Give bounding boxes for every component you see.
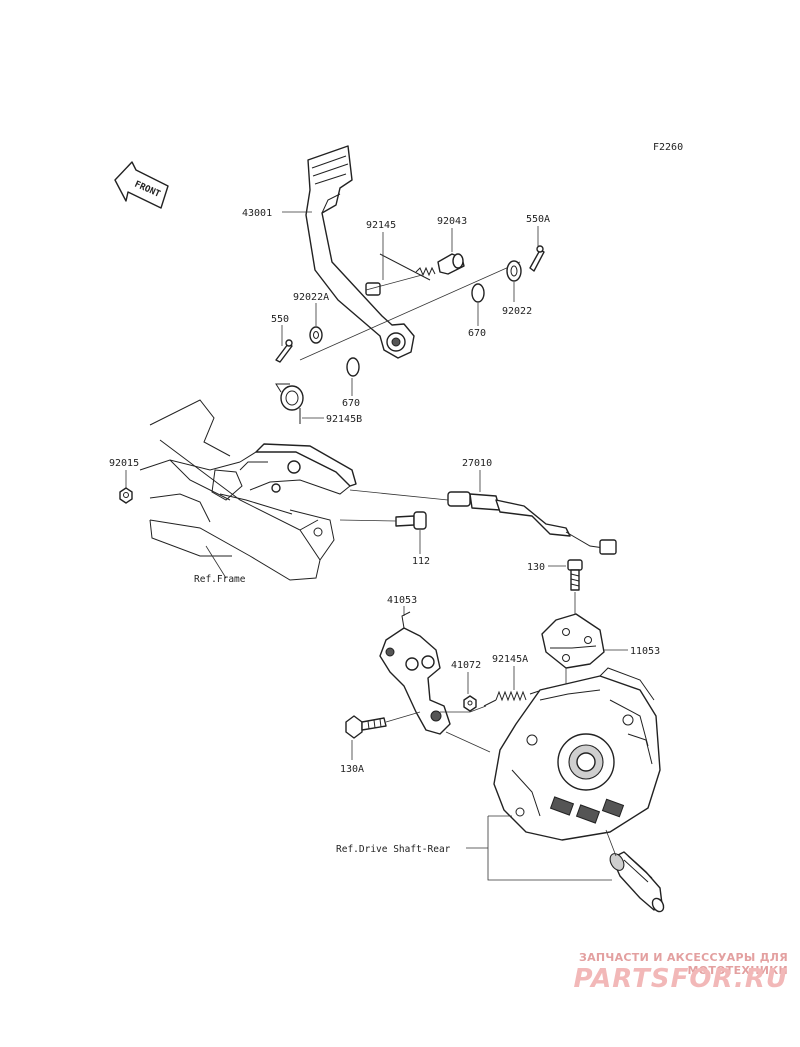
label-112: 112 bbox=[412, 556, 430, 567]
label-92015: 92015 bbox=[109, 458, 139, 469]
label-550: 550 bbox=[271, 314, 289, 325]
collar-41072 bbox=[463, 695, 477, 712]
label-92145a: 92145A bbox=[492, 654, 528, 665]
washer-92022 bbox=[506, 260, 522, 282]
label-670-lower: 670 bbox=[342, 398, 360, 409]
lever-arm-41053 bbox=[379, 611, 451, 735]
ref-drive-shaft-label: Ref.Drive Shaft-Rear bbox=[336, 844, 451, 855]
spring-92145b bbox=[275, 383, 304, 424]
bracket-11053 bbox=[541, 613, 605, 669]
figure-code: F2260 bbox=[653, 142, 683, 153]
spring-92145 bbox=[379, 253, 436, 281]
label-27010: 27010 bbox=[462, 458, 492, 469]
label-11053: 11053 bbox=[630, 646, 660, 657]
nut-92015 bbox=[119, 487, 133, 504]
front-arrow-icon: FRONT bbox=[114, 161, 169, 209]
label-41072: 41072 bbox=[451, 660, 481, 671]
label-43001: 43001 bbox=[242, 208, 272, 219]
label-130: 130 bbox=[527, 562, 545, 573]
label-92022a: 92022A bbox=[293, 292, 329, 303]
ref-frame-label: Ref.Frame bbox=[194, 574, 246, 585]
label-92145: 92145 bbox=[366, 220, 396, 231]
o-ring-670-lower bbox=[346, 357, 360, 377]
bolt-112 bbox=[395, 511, 427, 530]
watermark-tagline: ЗАПЧАСТИ И АКСЕССУАРЫ ДЛЯ МОТОТЕХНИКИ bbox=[578, 951, 788, 977]
watermark-logo: PARTSFOR.RU bbox=[573, 964, 788, 994]
brake-switch-27010 bbox=[349, 489, 617, 555]
label-41053: 41053 bbox=[387, 595, 417, 606]
label-92043: 92043 bbox=[437, 216, 467, 227]
label-130a: 130A bbox=[340, 764, 364, 775]
drive-housing-reference bbox=[493, 667, 661, 841]
frame-reference bbox=[139, 399, 357, 581]
label-92145b: 92145B bbox=[326, 414, 362, 425]
washer-92022a bbox=[309, 326, 323, 344]
brake-pedal bbox=[305, 145, 415, 359]
label-550a: 550A bbox=[526, 214, 550, 225]
o-ring-670-upper bbox=[471, 283, 485, 303]
bolt-130a bbox=[345, 715, 387, 739]
cotter-pin-550 bbox=[275, 339, 293, 363]
label-92022: 92022 bbox=[502, 306, 532, 317]
cotter-pin-550a bbox=[529, 245, 545, 272]
drive-shaft-reference bbox=[609, 851, 665, 913]
label-670-upper: 670 bbox=[468, 328, 486, 339]
pin-92043 bbox=[437, 253, 465, 275]
bolt-130 bbox=[567, 559, 583, 591]
